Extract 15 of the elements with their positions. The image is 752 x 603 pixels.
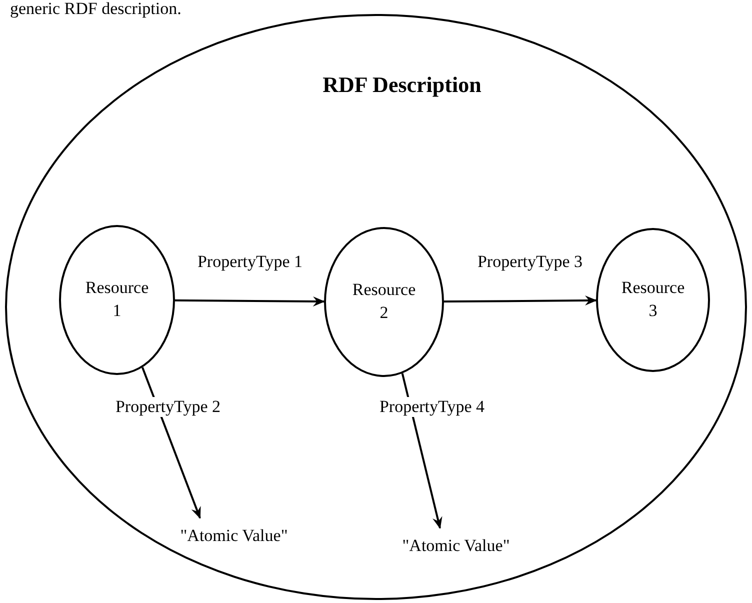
caption: generic RDF description. <box>10 0 182 18</box>
resource-label: Resource 1 <box>84 277 150 322</box>
resource-label: Resource 3 <box>620 277 686 322</box>
resource-circle <box>324 227 444 377</box>
arrow <box>401 373 442 529</box>
value-text: "Atomic Value" <box>173 522 295 550</box>
value-text: "Atomic Value" <box>395 532 517 560</box>
edge-label: PropertyType 2 <box>113 397 223 417</box>
resource-circle <box>596 228 710 372</box>
arrow <box>175 296 325 306</box>
edge-label: PropertyType 4 <box>377 397 487 417</box>
group-label: RDF Description <box>322 71 482 99</box>
resource-label: Resource 2 <box>351 279 417 324</box>
arrow <box>444 296 597 306</box>
resource-circle <box>59 225 175 375</box>
